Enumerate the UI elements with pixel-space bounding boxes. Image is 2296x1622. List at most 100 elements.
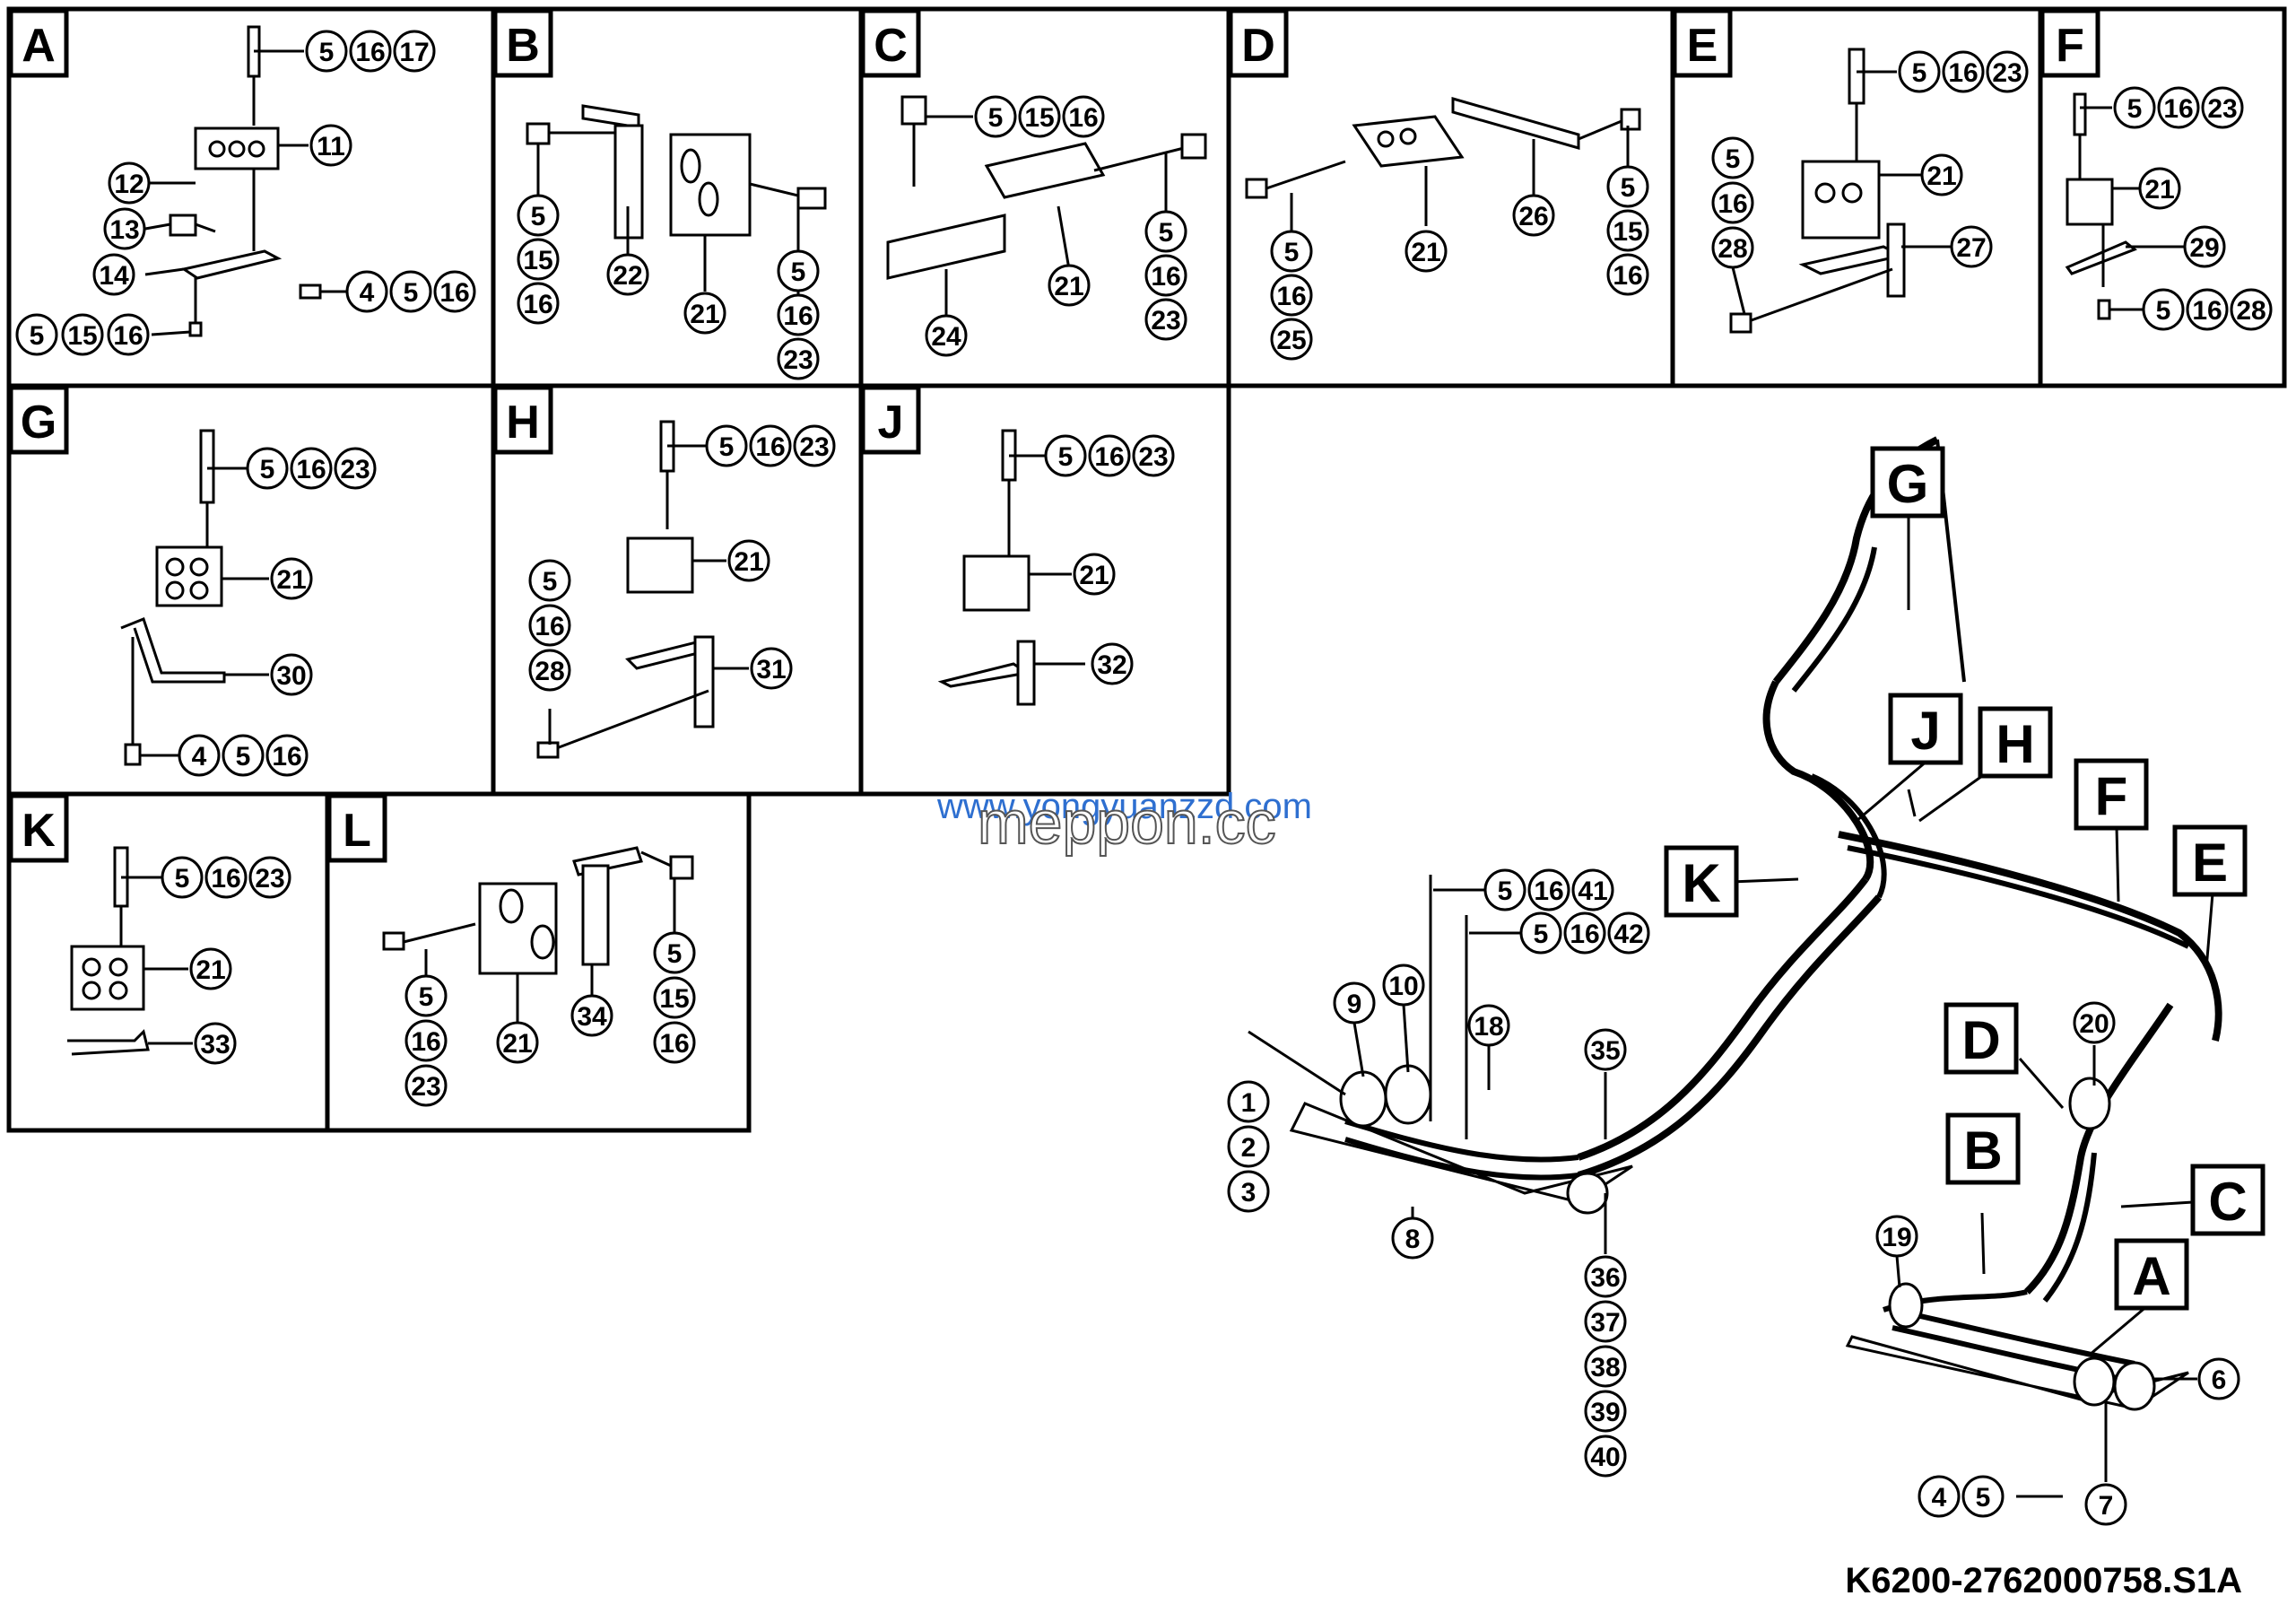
callout-number: 5 [531, 202, 546, 231]
callout-l-6: 15 [653, 976, 696, 1019]
callout-circle [309, 124, 352, 167]
callout-circle [1227, 1125, 1270, 1168]
callout-j-2: 23 [1132, 434, 1175, 477]
callout-d-4: 26 [1512, 194, 1555, 237]
callout-main-21: 6 [2197, 1357, 2240, 1400]
callout-f-4: 29 [2183, 225, 2226, 268]
callout-circle [1606, 253, 1649, 296]
callout-number: 28 [2236, 296, 2266, 326]
callout-h-4: 16 [528, 604, 571, 647]
callout-e-6: 21 [1920, 153, 1963, 196]
callout-number: 21 [1054, 272, 1083, 301]
callout-number: 24 [931, 322, 961, 352]
callout-number: 16 [355, 38, 385, 67]
callout-h-1: 16 [749, 424, 792, 467]
callout-number: 34 [577, 1002, 607, 1032]
callout-main-19: 20 [2073, 1001, 2116, 1044]
callout-circle [777, 293, 820, 336]
callout-number: 19 [1882, 1223, 1911, 1252]
callout-c-0: 5 [974, 95, 1017, 138]
callout-g-4: 30 [270, 653, 313, 696]
callout-number: 15 [1613, 217, 1642, 247]
callout-circle [1606, 165, 1649, 208]
callout-circle [2142, 288, 2185, 331]
callout-number: 10 [1388, 972, 1418, 1001]
callout-circle [2197, 1357, 2240, 1400]
callout-number: 9 [1347, 990, 1362, 1019]
callout-circle [1986, 50, 2029, 93]
callout-a-0: 5 [305, 30, 348, 73]
callout-main-8: 18 [1467, 1004, 1510, 1047]
callout-circle [1519, 911, 1562, 955]
callout-main-3: 5 [1519, 911, 1562, 955]
panel-letter-c: C [874, 20, 908, 72]
callout-number: 23 [2207, 94, 2237, 124]
callout-circle [1091, 642, 1134, 685]
callout-number: 5 [30, 321, 45, 351]
callout-b-5: 5 [777, 249, 820, 292]
callout-main-9: 35 [1584, 1028, 1627, 1071]
callout-main-12: 3 [1227, 1170, 1270, 1213]
callout-number: 16 [1094, 442, 1124, 472]
callout-number: 2 [1241, 1133, 1257, 1163]
callout-main-13: 8 [1391, 1216, 1434, 1260]
callout-circle [290, 447, 333, 490]
callout-number: 5 [1976, 1483, 1991, 1513]
callout-main-4: 16 [1563, 911, 1606, 955]
panel-letter-e: E [1687, 20, 1718, 72]
callout-k-4: 33 [194, 1022, 237, 1065]
callout-b-6: 16 [777, 293, 820, 336]
callout-number: 23 [1992, 58, 2022, 88]
callout-number: 21 [2144, 175, 2174, 205]
callout-number: 23 [340, 455, 370, 484]
callout-circle [1132, 434, 1175, 477]
callout-circle [750, 647, 793, 690]
callout-number: 5 [1912, 58, 1927, 88]
callout-circle [777, 249, 820, 292]
callout-circle [161, 856, 204, 899]
callout-e-7: 27 [1950, 225, 1993, 268]
callout-main-17: 39 [1584, 1390, 1627, 1433]
callout-g-5: 4 [178, 734, 221, 777]
callout-number: 21 [1079, 561, 1109, 590]
callout-l-7: 16 [653, 1021, 696, 1064]
callout-circle [1711, 181, 1754, 224]
callout-h-5: 28 [528, 649, 571, 692]
callout-f-1: 16 [2157, 86, 2200, 129]
callout-number: 37 [1590, 1308, 1620, 1338]
callout-k-0: 5 [161, 856, 204, 899]
callout-number: 5 [2127, 94, 2143, 124]
callout-circle [1144, 210, 1187, 253]
callout-main-15: 37 [1584, 1300, 1627, 1343]
callout-number: 5 [1284, 238, 1300, 267]
callout-circle [1584, 1255, 1627, 1298]
callout-circle [15, 313, 58, 356]
callout-circle [349, 30, 392, 73]
callout-h-3: 5 [528, 559, 571, 602]
callout-b-4: 21 [683, 292, 726, 335]
callout-circle [404, 974, 448, 1017]
callout-circle [1382, 964, 1425, 1007]
callout-number: 32 [1097, 650, 1126, 680]
callout-number: 27 [1956, 233, 1986, 263]
callout-number: 35 [1590, 1036, 1620, 1066]
panel-letter-j: J [878, 397, 904, 449]
callout-circle [925, 314, 968, 357]
callout-number: 21 [1926, 161, 1956, 191]
callout-circle [1950, 225, 1993, 268]
callout-a-1: 16 [349, 30, 392, 73]
callout-l-3: 21 [496, 1021, 539, 1064]
callout-number: 23 [1138, 442, 1168, 472]
callout-b-1: 15 [517, 238, 560, 281]
callout-main-0: 5 [1483, 868, 1526, 911]
callout-number: 15 [67, 321, 97, 351]
callout-d-7: 16 [1606, 253, 1649, 296]
callout-c-2: 16 [1062, 95, 1105, 138]
overview-tag-d: D [1961, 1010, 2000, 1070]
callout-j-4: 32 [1091, 642, 1134, 685]
callout-e-3: 5 [1711, 136, 1754, 179]
callout-c-4: 16 [1144, 254, 1187, 297]
callout-k-2: 23 [248, 856, 291, 899]
callout-number: 16 [1151, 262, 1180, 292]
